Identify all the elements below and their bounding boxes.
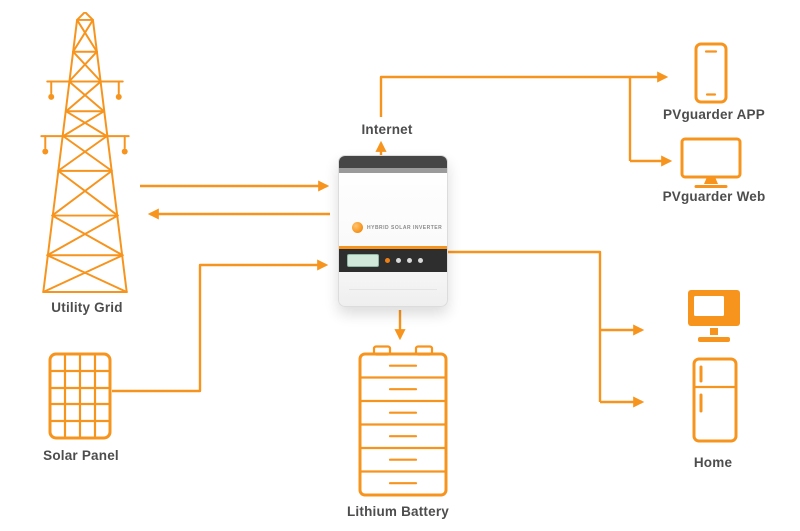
inverter-top-grille (339, 156, 447, 168)
smartphone-icon (694, 42, 728, 104)
line-inverter-to-home-junction (448, 250, 602, 402)
refrigerator-icon (692, 357, 738, 443)
arrow-solar-to-inverter (112, 259, 329, 393)
utility-grid-label: Utility Grid (51, 300, 123, 315)
lithium-battery-label: Lithium Battery (346, 504, 449, 519)
home-label: Home (693, 455, 733, 470)
pvguarder-web-label: PVguarder Web (662, 189, 766, 204)
solar-panel-label: Solar Panel (43, 448, 119, 463)
monitor-icon (680, 137, 742, 189)
inverter-button-1 (396, 258, 401, 263)
inverter-top-strip (339, 168, 447, 173)
inverter-led-indicator (385, 258, 390, 263)
lithium-battery-icon (358, 345, 448, 497)
inverter-control-panel (339, 249, 447, 272)
inverter-bottom-seam (349, 288, 437, 290)
internet-label: Internet (361, 122, 413, 137)
inverter-logo-icon (352, 222, 363, 233)
line-internet-to-cloud-junction (379, 75, 632, 161)
inverter-button-2 (407, 258, 412, 263)
inverter-logo-row: HYBRID SOLAR INVERTER (352, 222, 442, 233)
inverter-accent-stripe (339, 246, 447, 249)
pvguarder-app-label: PVguarder APP (663, 107, 765, 122)
utility-grid-tower-icon (35, 12, 135, 295)
inverter-device: HYBRID SOLAR INVERTER (338, 155, 448, 307)
inverter-lcd-screen (347, 254, 379, 267)
inverter-button-3 (418, 258, 423, 263)
inverter-brand-text: HYBRID SOLAR INVERTER (367, 224, 443, 231)
solar-panel-icon (48, 352, 112, 440)
desktop-computer-icon (686, 288, 742, 346)
